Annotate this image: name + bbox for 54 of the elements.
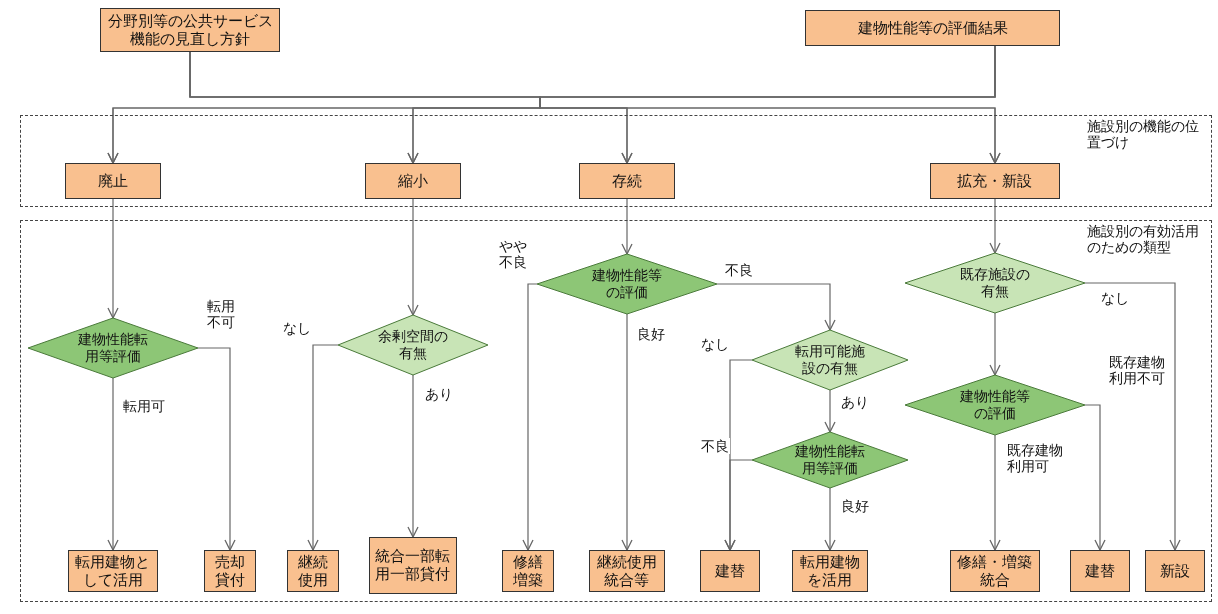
process-box: 継続使用	[286, 549, 339, 592]
arrow	[989, 198, 1001, 254]
arrow	[1084, 282, 1181, 551]
arrow	[824, 389, 836, 433]
process-box: 建替	[699, 549, 760, 592]
decision-diamond: 建物性能等の評価	[536, 253, 717, 314]
edge-label: やや不良	[498, 238, 530, 270]
arrow	[522, 283, 538, 551]
arrow	[1084, 404, 1106, 551]
process-box: 分野別等の公共サービス機能の見直し方針	[100, 8, 280, 52]
process-box: 修繕・増築統合	[949, 549, 1040, 592]
dashed-frame	[20, 115, 1212, 207]
process-box: 転用建物を活用	[791, 549, 868, 592]
arrow	[824, 487, 836, 551]
frame-title: 施設別の有効活用のための類型	[1087, 223, 1200, 255]
arrow	[407, 374, 419, 538]
arrow	[621, 313, 633, 551]
process-box: 修繕増築	[501, 549, 554, 592]
edge-label: 良好	[636, 326, 666, 342]
process-box: 売却貸付	[203, 549, 256, 592]
process-box: 建替	[1069, 549, 1130, 592]
edge-label: なし	[282, 320, 312, 336]
arrow	[107, 198, 119, 319]
arrow	[989, 312, 1001, 376]
process-box: 縮小	[364, 162, 461, 199]
edge-label: 良好	[840, 498, 870, 514]
process-box: 統合一部転用一部貸付	[368, 536, 457, 594]
edge-label: なし	[1100, 290, 1130, 306]
process-box: 継続使用統合等	[588, 549, 665, 592]
process-box: 存続	[578, 162, 675, 199]
edge-label: 転用不可	[206, 298, 238, 330]
edge-label: 転用可	[122, 398, 166, 414]
decision-diamond: 余剰空間の有無	[337, 314, 488, 375]
arrow	[407, 198, 419, 316]
process-box: 拡充・新設	[929, 162, 1060, 199]
process-box: 廃止	[64, 162, 161, 199]
process-box: 建物性能等の評価結果	[805, 10, 1060, 46]
arrow	[989, 434, 1001, 551]
decision-diamond: 建物性能転用等評価	[27, 317, 198, 378]
decision-diamond: 既存施設の有無	[904, 252, 1085, 313]
arrow	[724, 459, 753, 551]
decision-diamond: 建物性能転用等評価	[751, 431, 908, 488]
arrow	[307, 344, 339, 551]
arrow	[197, 347, 236, 551]
decision-diamond: 転用可能施設の有無	[751, 329, 908, 390]
edge-label: なし	[700, 336, 730, 352]
decision-diamond: 建物性能等の評価	[904, 374, 1085, 435]
arrow	[107, 377, 119, 551]
edge-label: 不良	[724, 262, 754, 278]
edge-label: 不良	[700, 438, 730, 454]
arrow	[716, 283, 836, 331]
frame-title: 施設別の機能の位置づけ	[1087, 118, 1200, 150]
process-box: 新設	[1144, 549, 1205, 592]
process-box: 転用建物として活用	[67, 549, 158, 592]
